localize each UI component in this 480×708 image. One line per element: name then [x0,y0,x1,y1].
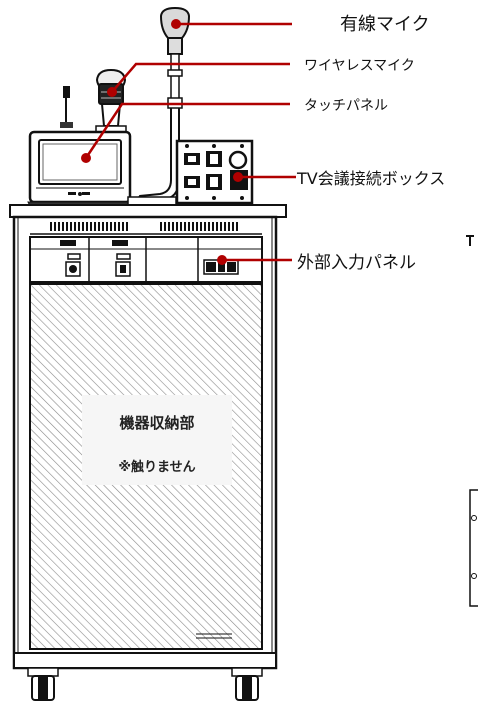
leader-wired-mic [171,19,292,29]
vent-slot [184,222,186,231]
touch-panel [27,130,136,207]
vent-slot [62,222,64,231]
vent-slot [192,222,194,231]
vent-slot [180,222,182,231]
vent-slot [118,222,120,231]
vent-slot [90,222,92,231]
vent-slot [188,222,190,231]
vent-slot [168,222,170,231]
storage-label: 機器収納部 [119,414,195,432]
leader-tv-conf-box [233,172,296,182]
vent-slot [126,222,128,231]
vent-slot [54,222,56,231]
vent-slot [220,222,222,231]
vent-slot [232,222,234,231]
caster-right [231,667,263,701]
storage-note: ※触りません [118,460,196,475]
vent-slot [216,222,218,231]
antenna [60,86,73,128]
vent-slot [114,222,116,231]
vent-slot [172,222,174,231]
vent-slot [224,222,226,231]
tv-conf-box [175,139,254,205]
vent-slot [50,222,52,231]
vent-slot [106,222,108,231]
vent-slot [212,222,214,231]
vent-slot [164,222,166,231]
vent-slot [122,222,124,231]
label-tv-conf-box: TV会議接続ボックス [297,169,446,188]
vent-slot [176,222,178,231]
vent-slot [204,222,206,231]
vent-slot [70,222,72,231]
label-wireless-mic: ワイヤレスマイク [304,58,415,74]
vent-slot [98,222,100,231]
leader-wireless-mic [107,62,290,97]
vent-slot [200,222,202,231]
label-wired-mic: 有線マイク [340,14,430,35]
leader-ext-input [217,255,292,265]
vent-slot [66,222,68,231]
cart-body [12,215,278,670]
vent-slot [102,222,104,231]
stray-mark [466,235,474,246]
bracket-mark [469,489,478,607]
vent-slot [228,222,230,231]
caster-left [27,667,59,701]
vent-slot [78,222,80,231]
vent-slot [74,222,76,231]
bracket-dot [471,573,477,579]
label-ext-input-panel: 外部入力パネル [297,253,416,273]
vent-slot [160,222,162,231]
leader-touch-panel [81,102,290,163]
vent-slot [82,222,84,231]
label-touch-panel: タッチパネル [304,98,388,114]
vent-slot [86,222,88,231]
vent-slot [94,222,96,231]
vent-slot [58,222,60,231]
bracket-dot [471,515,477,521]
vent-slot [110,222,112,231]
vent-slot [196,222,198,231]
vent-slot [236,222,238,231]
vent-slot [208,222,210,231]
